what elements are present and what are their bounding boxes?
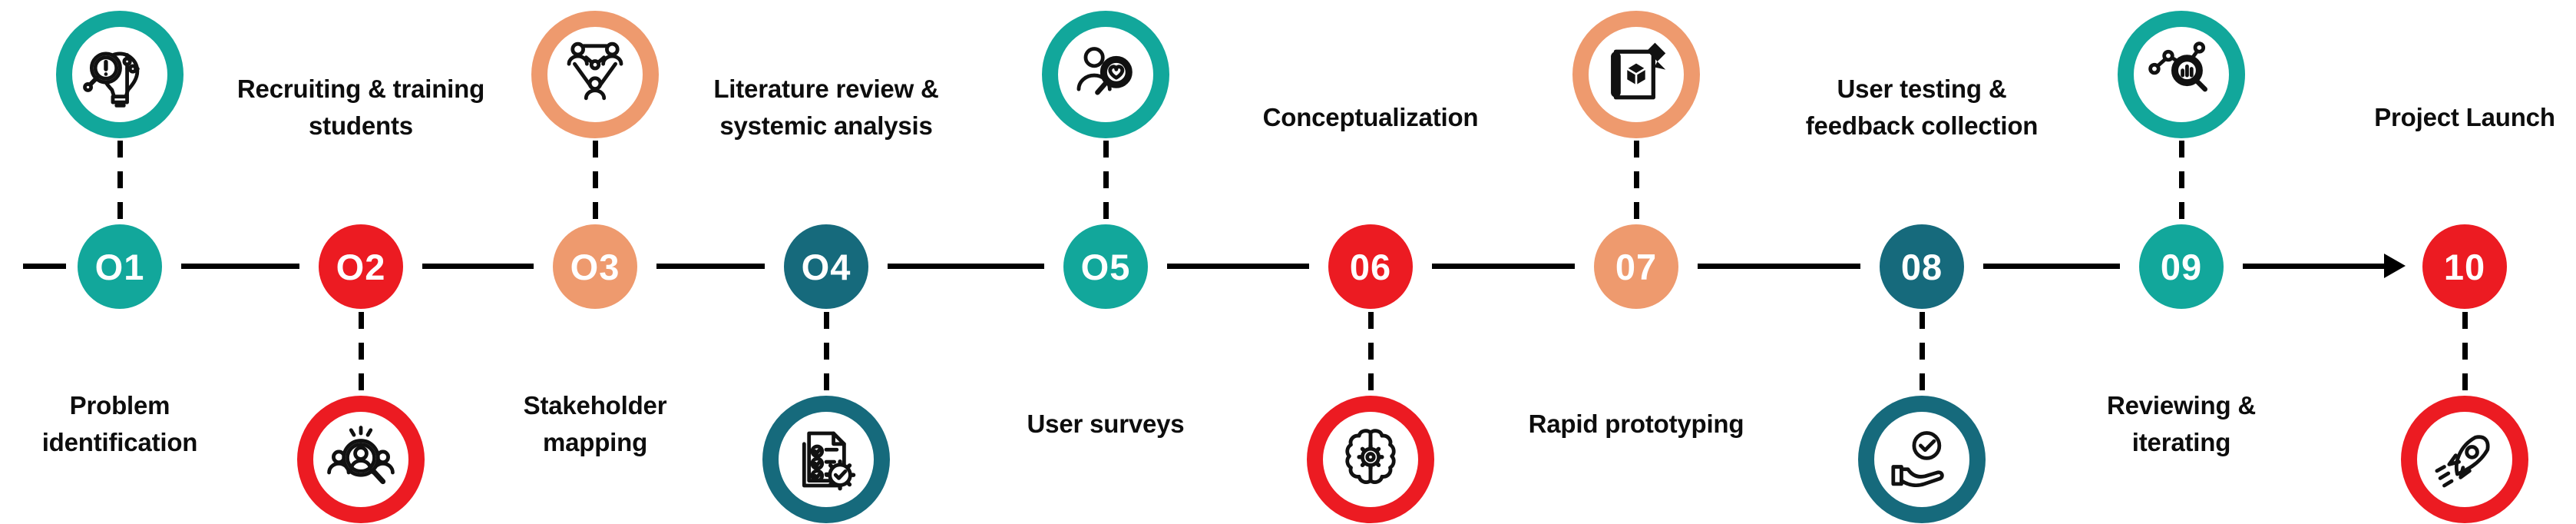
step-number-circle: O4 bbox=[784, 224, 868, 309]
dashed-connector bbox=[592, 141, 598, 222]
icon-ring bbox=[1572, 11, 1700, 138]
step-label: Project Launch bbox=[2280, 99, 2576, 136]
dashed-connector bbox=[358, 312, 364, 393]
step-label-line: User surveys bbox=[1027, 410, 1185, 438]
timeline-segment bbox=[422, 264, 534, 269]
step-number-circle: O2 bbox=[319, 224, 403, 309]
step-label-line: students bbox=[309, 111, 413, 140]
timeline-segment bbox=[2243, 264, 2384, 269]
step-label-line: feedback collection bbox=[1805, 111, 2039, 140]
step-label-line: Conceptualization bbox=[1262, 103, 1479, 131]
step-label-line: Problem bbox=[69, 391, 170, 420]
icon-ring bbox=[2401, 396, 2528, 523]
timeline-segment bbox=[1698, 264, 1860, 269]
step-label: User surveys bbox=[921, 406, 1290, 443]
step-label-line: Stakeholder bbox=[523, 391, 667, 420]
step-label: Reviewing & iterating bbox=[1997, 387, 2366, 461]
dashed-connector bbox=[823, 312, 829, 393]
step-label-line: Reviewing & bbox=[2106, 391, 2256, 420]
dashed-connector bbox=[1103, 141, 1109, 222]
icon-ring bbox=[2118, 11, 2245, 138]
timeline-segment bbox=[181, 264, 299, 269]
step-label-line: systemic analysis bbox=[719, 111, 933, 140]
recruiting-icon bbox=[327, 426, 395, 485]
dashed-connector bbox=[1919, 312, 1925, 393]
step-label: Recruiting & training students bbox=[177, 71, 545, 144]
step-label-line: iterating bbox=[2131, 428, 2231, 456]
step-label-line: identification bbox=[41, 428, 198, 456]
step-number-circle: O1 bbox=[78, 224, 162, 309]
dashed-connector bbox=[1633, 141, 1639, 222]
dashed-connector bbox=[2462, 312, 2468, 393]
conceptualization-icon bbox=[1345, 429, 1396, 484]
problem-identification-icon bbox=[83, 51, 140, 108]
timeline-segment bbox=[888, 264, 1044, 269]
step-number-circle: 06 bbox=[1328, 224, 1413, 309]
step-number-circle: 10 bbox=[2422, 224, 2507, 309]
reviewing-icon bbox=[2148, 41, 2207, 92]
step-label: Rapid prototyping bbox=[1452, 406, 1820, 443]
literature-review-icon bbox=[802, 431, 856, 491]
dashed-connector bbox=[1367, 312, 1374, 393]
step-number-circle: 08 bbox=[1880, 224, 1964, 309]
dashed-connector bbox=[2178, 141, 2184, 222]
step-number-circle: O3 bbox=[553, 224, 637, 309]
step-number-circle: 09 bbox=[2139, 224, 2224, 309]
step-number-circle: O5 bbox=[1063, 224, 1148, 309]
dashed-connector bbox=[117, 141, 123, 222]
step-label: Problem identification bbox=[0, 387, 304, 461]
launch-icon bbox=[2435, 435, 2490, 488]
timeline-segment bbox=[1983, 264, 2120, 269]
icon-ring bbox=[1858, 396, 1986, 523]
step-label-line: Rapid prototyping bbox=[1528, 410, 1744, 438]
step-label-line: Recruiting & training bbox=[236, 75, 485, 103]
icon-ring bbox=[56, 11, 184, 138]
step-number-circle: 07 bbox=[1594, 224, 1678, 309]
icon-ring bbox=[1307, 396, 1434, 523]
icon-ring bbox=[297, 396, 425, 523]
step-label: User testing & feedback collection bbox=[1738, 71, 2106, 144]
icon-ring bbox=[762, 396, 890, 523]
timeline-segment bbox=[1432, 264, 1575, 269]
step-label: Conceptualization bbox=[1186, 99, 1555, 136]
step-label-line: Project Launch bbox=[2374, 103, 2555, 131]
user-surveys-icon bbox=[1076, 47, 1133, 95]
arrowhead bbox=[2384, 254, 2406, 278]
rapid-prototyping-icon bbox=[1611, 42, 1666, 100]
step-label: Stakeholder mapping bbox=[411, 387, 779, 461]
step-label-line: Literature review & bbox=[713, 75, 939, 103]
timeline-segment bbox=[656, 264, 765, 269]
step-label-line: User testing & bbox=[1837, 75, 2007, 103]
icon-ring bbox=[531, 11, 659, 138]
timeline-start-stub bbox=[23, 264, 66, 269]
step-label-line: mapping bbox=[542, 428, 648, 456]
timeline-segment bbox=[1167, 264, 1309, 269]
stakeholder-mapping-icon bbox=[567, 41, 623, 101]
icon-ring bbox=[1042, 11, 1169, 138]
user-testing-icon bbox=[1891, 431, 1944, 488]
step-label: Literature review & systemic analysis bbox=[642, 71, 1010, 144]
